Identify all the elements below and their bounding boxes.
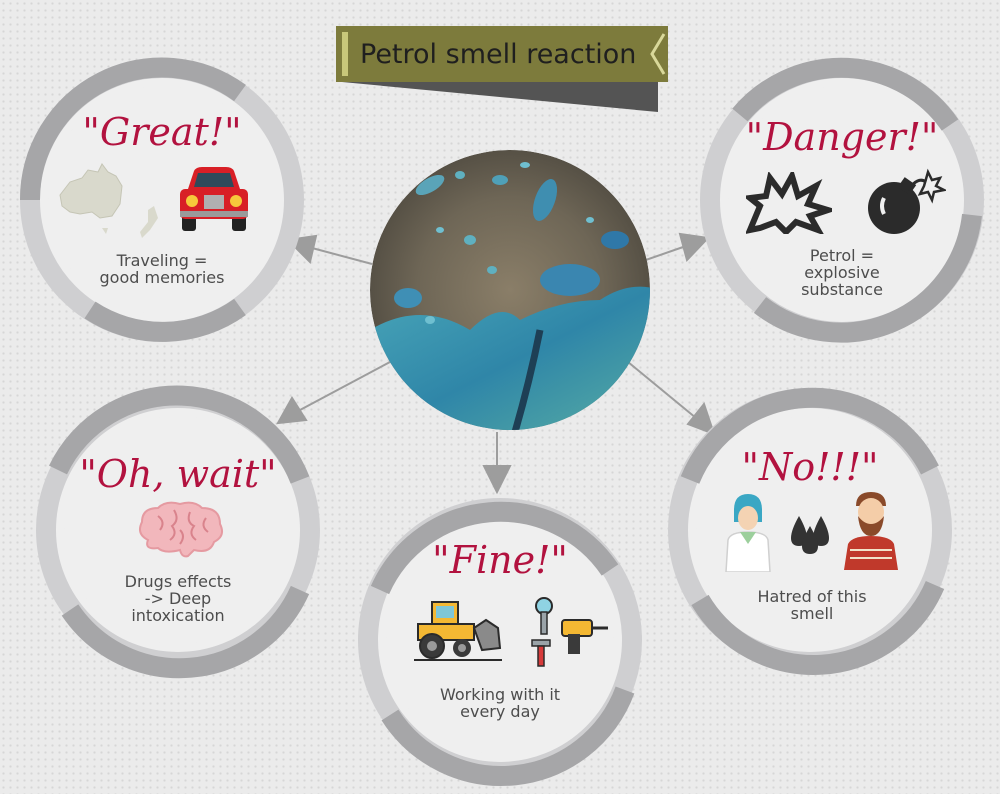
bubble-text-great: Traveling = good memories xyxy=(72,252,252,286)
bubble-text-ohwait: Drugs effects -> Deep intoxication xyxy=(88,573,268,624)
explosion-icon xyxy=(746,172,832,234)
bubble-text-no-line1: Hatred of this xyxy=(757,587,867,606)
bubble-title-ohwait: "Oh, wait" xyxy=(79,452,277,496)
arrow-head-ohwait xyxy=(276,396,308,425)
title-banner xyxy=(336,26,668,112)
bubble-text-ohwait-line2: -> Deep xyxy=(144,589,212,608)
arrow-to-no xyxy=(627,361,697,419)
arrow-head-danger xyxy=(678,232,711,262)
bubble-title-fine: "Fine!" xyxy=(432,538,568,582)
arrow-to-danger xyxy=(639,245,687,263)
bubble-ring-danger xyxy=(700,57,984,343)
bubble-text-ohwait-line3: intoxication xyxy=(131,606,225,625)
bubble-ring-great xyxy=(19,57,304,342)
bubble-text-danger-line2: explosive xyxy=(804,263,880,282)
arrow-to-ohwait xyxy=(299,361,391,411)
bulldozer-icon xyxy=(414,601,502,661)
bubble-text-danger-line3: substance xyxy=(801,280,883,299)
tools-icon xyxy=(531,597,608,667)
arrow-head-fine xyxy=(482,465,512,495)
car-icon xyxy=(180,167,248,231)
oil-drops-icon xyxy=(791,516,829,554)
bubble-title-danger: "Danger!" xyxy=(745,115,939,159)
bubble-text-fine-line1: Working with it xyxy=(439,685,561,704)
australia-map-icon xyxy=(59,163,158,238)
arrow-head-no xyxy=(686,401,716,436)
bubble-text-ohwait-line1: Drugs effects xyxy=(124,572,232,591)
arrow-to-great xyxy=(311,247,373,265)
connector-arrows xyxy=(276,232,716,495)
center-petrol-puddle-image xyxy=(370,150,650,430)
woman-icon xyxy=(725,494,771,572)
bubble-title-no: "No!!!" xyxy=(741,445,879,489)
bubble-text-fine-line2: every day xyxy=(460,702,540,721)
bubble-text-great-line1: Traveling = xyxy=(116,251,208,270)
bomb-icon xyxy=(868,168,946,234)
bubble-text-no-line2: smell xyxy=(790,604,834,623)
bubble-text-no: Hatred of this smell xyxy=(722,588,902,622)
bubble-text-danger-line1: Petrol = xyxy=(809,246,875,265)
page-title: Petrol smell reaction xyxy=(360,39,637,70)
man-icon xyxy=(844,492,898,570)
brain-icon xyxy=(139,501,223,558)
bubble-title-great: "Great!" xyxy=(82,110,242,154)
bubble-text-fine: Working with it every day xyxy=(410,686,590,720)
bubble-text-great-line2: good memories xyxy=(99,268,225,287)
bubble-text-danger: Petrol = explosive substance xyxy=(752,247,932,298)
